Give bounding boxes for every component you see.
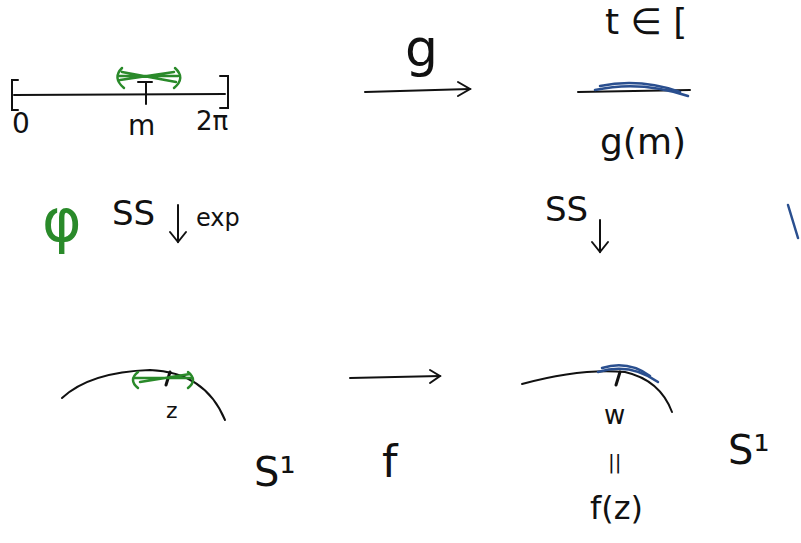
space-label: S¹ [728, 430, 769, 470]
covering-label: SS [112, 196, 155, 230]
space-label: S¹ [254, 452, 295, 492]
point-label: z [166, 400, 178, 422]
point-label: w [604, 402, 625, 428]
image-label: g(m) [600, 124, 686, 160]
interval-note: t ∈ [ [605, 4, 687, 40]
map-label: f [382, 440, 398, 484]
map-label: g [405, 22, 438, 74]
chart-label: φ [42, 190, 82, 250]
point-label: m [128, 112, 155, 140]
equals-sign: || [608, 452, 621, 472]
endpoint-label: 2π [196, 108, 228, 134]
map-label: exp [196, 206, 240, 230]
endpoint-label: 0 [12, 110, 30, 138]
image-label: f(z) [590, 492, 643, 524]
covering-label: SS [545, 192, 588, 226]
